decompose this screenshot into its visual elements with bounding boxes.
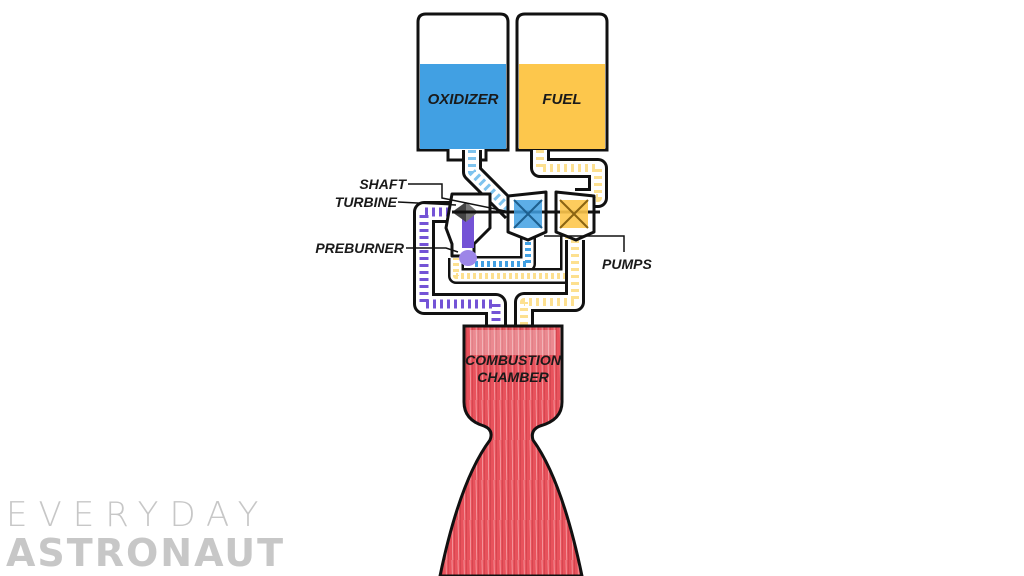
everyday-astronaut-watermark: EVERYDAY ASTRONAUT [6,498,285,572]
oxidizer-to-preburner-line [474,236,536,272]
fuel-pump [559,199,589,229]
callout-lines [397,183,625,253]
oxidizer-tank [416,12,510,162]
preburner-label: PREBURNER [315,240,405,256]
fuel-label: FUEL [542,91,581,108]
pumps-label: PUMPS [602,256,652,272]
watermark-line1: EVERYDAY [6,495,270,535]
fuel-feed-line [530,150,608,208]
watermark-line2: ASTRONAUT [6,531,286,575]
oxidizer-label: OXIDIZER [428,91,499,108]
fuel-to-chamber-line [514,240,585,326]
preburner [459,214,477,266]
shaft-label: SHAFT [359,176,407,192]
oxidizer-feed-line [462,150,520,220]
oxidizer-pump [513,199,543,229]
turbine-label: TURBINE [335,194,398,210]
chamber-label-line2: CHAMBER [477,369,549,385]
chamber-label-line1: COMBUSTION [465,352,562,368]
preburner-gas-line [413,201,507,326]
combustion-chamber [438,324,584,576]
fuel-tank [515,12,609,152]
